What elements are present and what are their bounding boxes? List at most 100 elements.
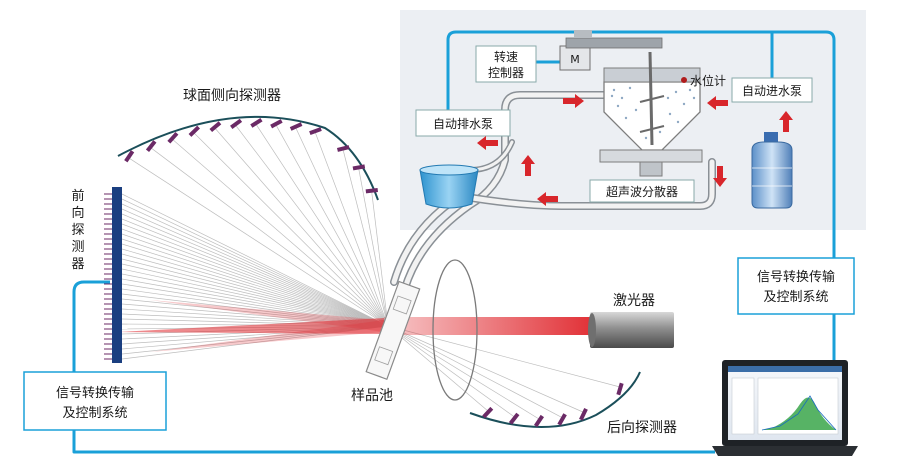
tank-particle xyxy=(612,88,616,92)
scatter-ray xyxy=(128,157,389,327)
back-detector-elements xyxy=(482,382,624,428)
auto-drain-pump: 自动排水泵 xyxy=(415,109,511,137)
scatter-ray xyxy=(121,253,389,327)
tank-particle xyxy=(634,108,638,112)
spherical-detector-label: 球面侧向探测器 xyxy=(183,88,281,104)
front-detector-label: 前 向 探 测 器 xyxy=(71,188,84,272)
drain-bucket xyxy=(419,164,479,209)
back-detector-arc xyxy=(469,371,641,428)
side-detector-element xyxy=(124,150,135,163)
scatter-ray xyxy=(121,263,389,327)
tank-particle xyxy=(616,104,620,108)
ultrasonic-disperser-label-box: 超声波分散器 xyxy=(589,179,695,203)
signal-box-right: 信号转换传输 及控制系统 xyxy=(737,257,855,315)
tank-particle xyxy=(620,96,624,100)
scatter-ray xyxy=(387,325,584,413)
side-detector-element xyxy=(250,117,263,128)
scatter-ray xyxy=(387,325,621,388)
side-detector-element xyxy=(309,127,322,135)
flow-arrow-right xyxy=(563,94,584,108)
scatter-ray xyxy=(235,125,389,327)
laser-label: 激光器 xyxy=(613,292,655,309)
scatter-ray xyxy=(194,133,389,327)
side-detector-element xyxy=(230,118,243,130)
scatter-ray xyxy=(151,147,389,327)
auto-drain-pump-label: 自动排水泵 xyxy=(433,117,493,131)
scatter-ray xyxy=(387,325,540,420)
flow-arrow-left-1 xyxy=(477,136,498,150)
forward-scatter-fan-2 xyxy=(150,300,384,332)
front-detector-char-3: 探 xyxy=(71,223,84,238)
flow-arrow-left-3 xyxy=(707,96,728,110)
side-detector-element xyxy=(352,164,366,171)
flow-arrow-up xyxy=(521,155,535,176)
scatter-ray xyxy=(387,325,488,411)
side-detector-element xyxy=(270,119,283,129)
signal-right-line2: 及控制系统 xyxy=(763,290,828,305)
laser xyxy=(588,312,674,348)
side-detector-element xyxy=(188,125,200,137)
tank-particle xyxy=(628,86,632,90)
ultrasonic-disperser-base xyxy=(599,149,703,177)
tank-particle xyxy=(682,102,686,106)
front-detector-char-5: 器 xyxy=(71,257,84,272)
scatter-ray xyxy=(121,228,389,327)
scatter-ray xyxy=(387,325,563,418)
flow-arrows xyxy=(477,94,793,206)
scatter-ray xyxy=(295,128,389,327)
scatter-ray xyxy=(121,203,389,327)
stirring-motor: M xyxy=(559,30,663,71)
back-detector-label: 后向探测器 xyxy=(607,420,677,436)
tank-particle xyxy=(676,120,680,124)
scatter-ray xyxy=(172,139,389,327)
sample-cell xyxy=(365,280,421,380)
back-detector-element xyxy=(482,406,494,419)
signal-cables xyxy=(72,30,836,454)
front-detector-char-2: 向 xyxy=(71,205,84,221)
control-laptop xyxy=(712,360,858,456)
scatter-ray xyxy=(256,124,389,327)
flow-arrow-down xyxy=(713,166,727,187)
scatter-ray xyxy=(121,268,389,327)
motor-symbol: M xyxy=(570,53,580,66)
back-detector-element xyxy=(534,414,544,428)
scattered-rays xyxy=(121,124,621,420)
scatter-ray xyxy=(121,218,389,327)
dispersion-tank xyxy=(603,51,701,151)
auto-inlet-pump-label: 自动进水泵 xyxy=(742,84,802,98)
signal-left-line1: 信号转换传输 xyxy=(56,385,134,401)
scatter-ray xyxy=(121,273,389,327)
auto-inlet-pump: 自动进水泵 xyxy=(731,77,813,103)
tank-particle xyxy=(610,94,614,98)
sample-cell-label: 样品池 xyxy=(351,388,393,404)
back-detector-element xyxy=(616,382,624,396)
scatter-ray xyxy=(121,238,389,327)
front-detector-char-1: 前 xyxy=(71,188,84,204)
flow-arrow-left-2 xyxy=(537,192,558,206)
forward-scatter-fan-3 xyxy=(150,320,384,352)
water-level-label: 水位计 xyxy=(690,73,726,88)
scatter-ray xyxy=(121,208,389,327)
speed-controller-line1: 转速 xyxy=(494,49,518,64)
back-detector-element xyxy=(508,412,520,425)
scatter-ray xyxy=(121,248,389,327)
tank-particle xyxy=(666,96,670,100)
side-detector-element xyxy=(167,131,179,144)
flow-arrow-up-bottle xyxy=(779,111,793,132)
fourier-lens xyxy=(432,259,478,401)
scatter-ray xyxy=(121,243,389,327)
speed-controller-line2: 控制器 xyxy=(488,66,524,80)
scatter-ray xyxy=(387,325,515,418)
tank-particle xyxy=(644,136,648,140)
signal-left-line2: 及控制系统 xyxy=(62,406,127,421)
side-detector-element xyxy=(209,121,222,133)
side-detector-elements xyxy=(124,117,378,194)
tank-particle xyxy=(688,88,692,92)
scatter-ray xyxy=(121,198,389,327)
scatter-ray xyxy=(121,258,389,327)
scatter-ray xyxy=(276,125,389,327)
scatter-ray xyxy=(121,283,389,327)
side-detector-element xyxy=(365,188,378,194)
scatter-ray xyxy=(342,150,389,327)
